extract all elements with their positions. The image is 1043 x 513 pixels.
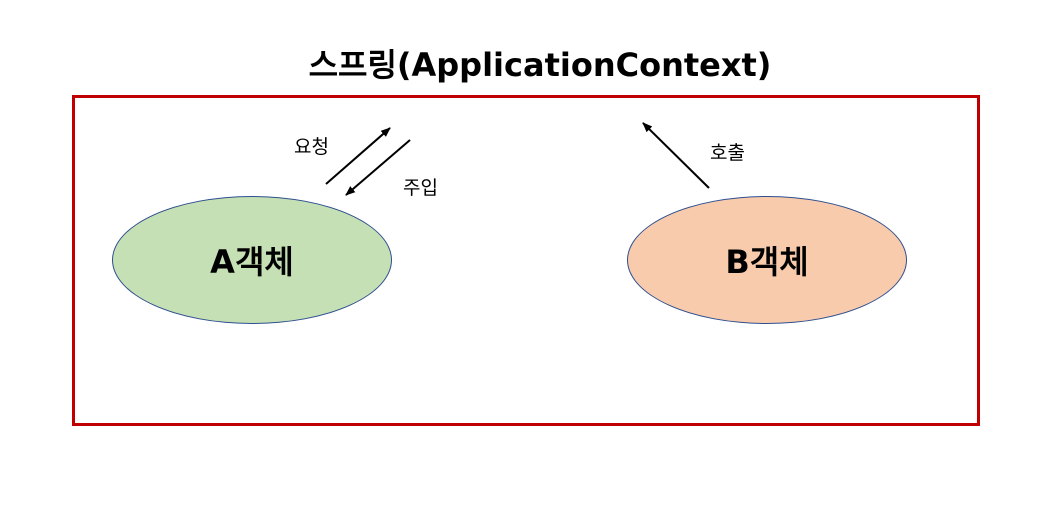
object-a-label: A객체	[210, 243, 294, 281]
diagram-title: 스프링(ApplicationContext)	[308, 46, 772, 84]
inject-arrow	[345, 139, 411, 196]
call-label: 호출	[710, 142, 745, 164]
request-arrow	[325, 127, 391, 185]
request-label: 요청	[294, 136, 329, 158]
spring-container-box	[72, 95, 980, 426]
inject-label: 주입	[403, 177, 438, 199]
object-b-ellipse: B객체	[627, 196, 907, 324]
object-b-label: B객체	[725, 243, 809, 281]
call-arrow	[642, 122, 710, 189]
object-a-ellipse: A객체	[112, 196, 392, 324]
